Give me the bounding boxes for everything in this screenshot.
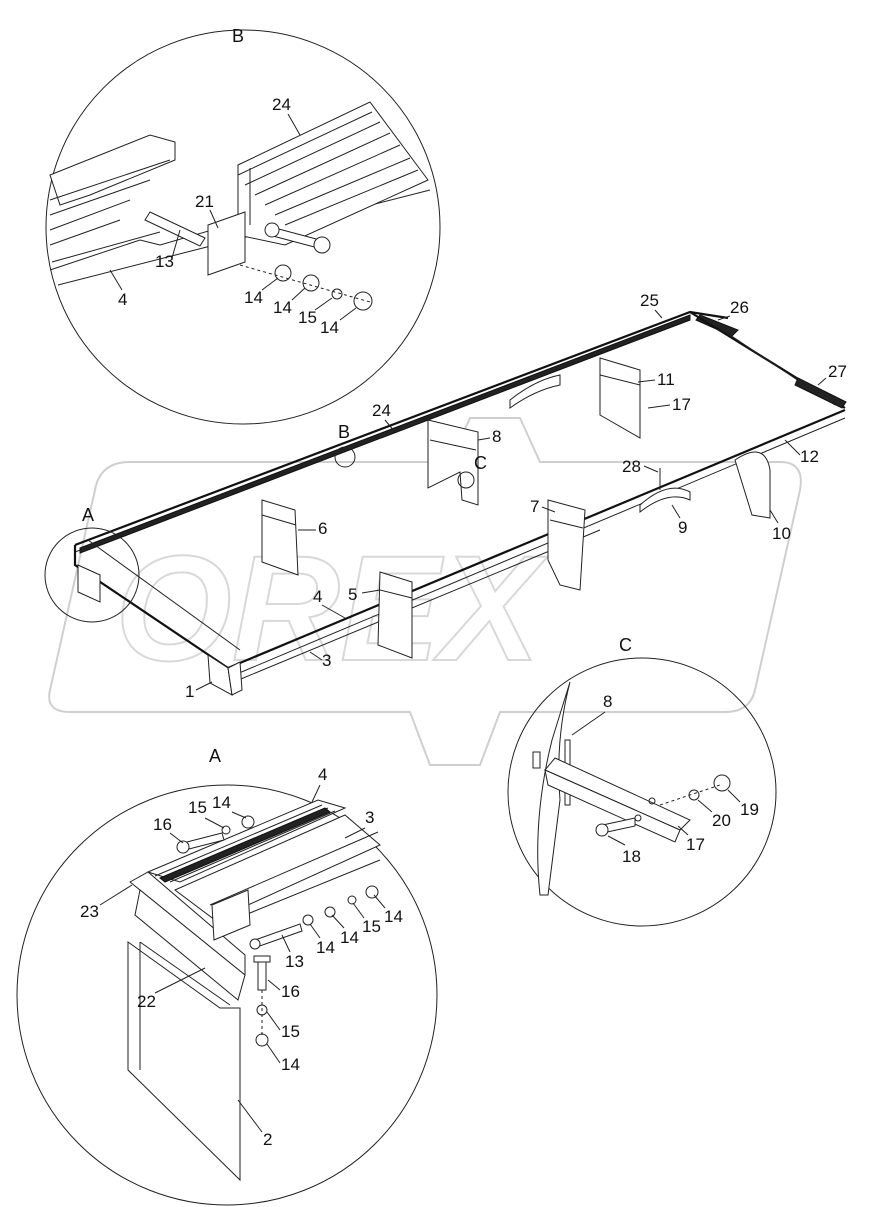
label-b-14c: 14	[320, 318, 339, 337]
label-a-15b: 15	[362, 917, 381, 936]
label-a-22: 22	[137, 992, 156, 1011]
label-main-8: 8	[492, 427, 501, 446]
label-main-5: 5	[348, 585, 357, 604]
main-assembly: 1 3 4 5 6 7 8 9 10 11 12 17 24 25 26 27 …	[44, 291, 847, 701]
label-a-14e: 14	[281, 1055, 300, 1074]
label-a-16b: 16	[281, 982, 300, 1001]
label-a-15a: 15	[188, 798, 207, 817]
label-main-4: 4	[313, 587, 322, 606]
detail-b-title: B	[232, 26, 244, 46]
label-main-24: 24	[372, 401, 391, 420]
label-b-13: 13	[155, 252, 174, 271]
label-c-8: 8	[603, 692, 612, 711]
label-a-2: 2	[263, 1130, 272, 1149]
detail-c-title: C	[619, 635, 632, 655]
label-a-13: 13	[285, 952, 304, 971]
marker-b: B	[338, 422, 350, 442]
detail-a: A 4 3 16	[16, 746, 438, 1206]
label-a-23: 23	[80, 902, 99, 921]
label-main-27: 27	[828, 362, 847, 381]
label-main-3: 3	[322, 651, 331, 670]
label-main-7: 7	[530, 497, 539, 516]
label-main-9: 9	[678, 518, 687, 537]
watermark-text: OREX	[115, 524, 548, 692]
detail-c: C 8 19 20 17 18	[507, 635, 777, 927]
label-c-19: 19	[740, 800, 759, 819]
label-c-20: 20	[712, 811, 731, 830]
marker-a: A	[82, 505, 94, 525]
detail-b: B 24 21 13 4 14 14 15	[45, 26, 441, 425]
label-a-14b: 14	[316, 938, 335, 957]
label-b-15: 15	[298, 308, 317, 327]
marker-c: C	[474, 453, 487, 473]
label-main-10: 10	[772, 524, 791, 543]
label-main-6: 6	[318, 519, 327, 538]
label-main-17: 17	[672, 395, 691, 414]
label-a-14c: 14	[340, 928, 359, 947]
label-a-4: 4	[318, 765, 327, 784]
label-b-4: 4	[118, 290, 127, 309]
label-c-17: 17	[686, 835, 705, 854]
label-main-28: 28	[622, 457, 641, 476]
label-b-21: 21	[195, 192, 214, 211]
label-main-12: 12	[800, 447, 819, 466]
label-main-1: 1	[185, 682, 194, 701]
detail-a-title: A	[209, 746, 221, 766]
label-main-25: 25	[640, 291, 659, 310]
label-a-14a: 14	[212, 793, 231, 812]
watermark-logo: OREX	[48, 417, 802, 766]
label-main-26: 26	[730, 298, 749, 317]
label-a-14d: 14	[384, 907, 403, 926]
label-b-14a: 14	[244, 288, 263, 307]
label-main-11: 11	[657, 370, 675, 389]
label-b-14b: 14	[273, 298, 292, 317]
label-a-3: 3	[365, 808, 374, 827]
label-a-16a: 16	[153, 815, 172, 834]
label-a-15c: 15	[281, 1022, 300, 1041]
label-c-18: 18	[622, 847, 641, 866]
label-b-24: 24	[272, 95, 291, 114]
